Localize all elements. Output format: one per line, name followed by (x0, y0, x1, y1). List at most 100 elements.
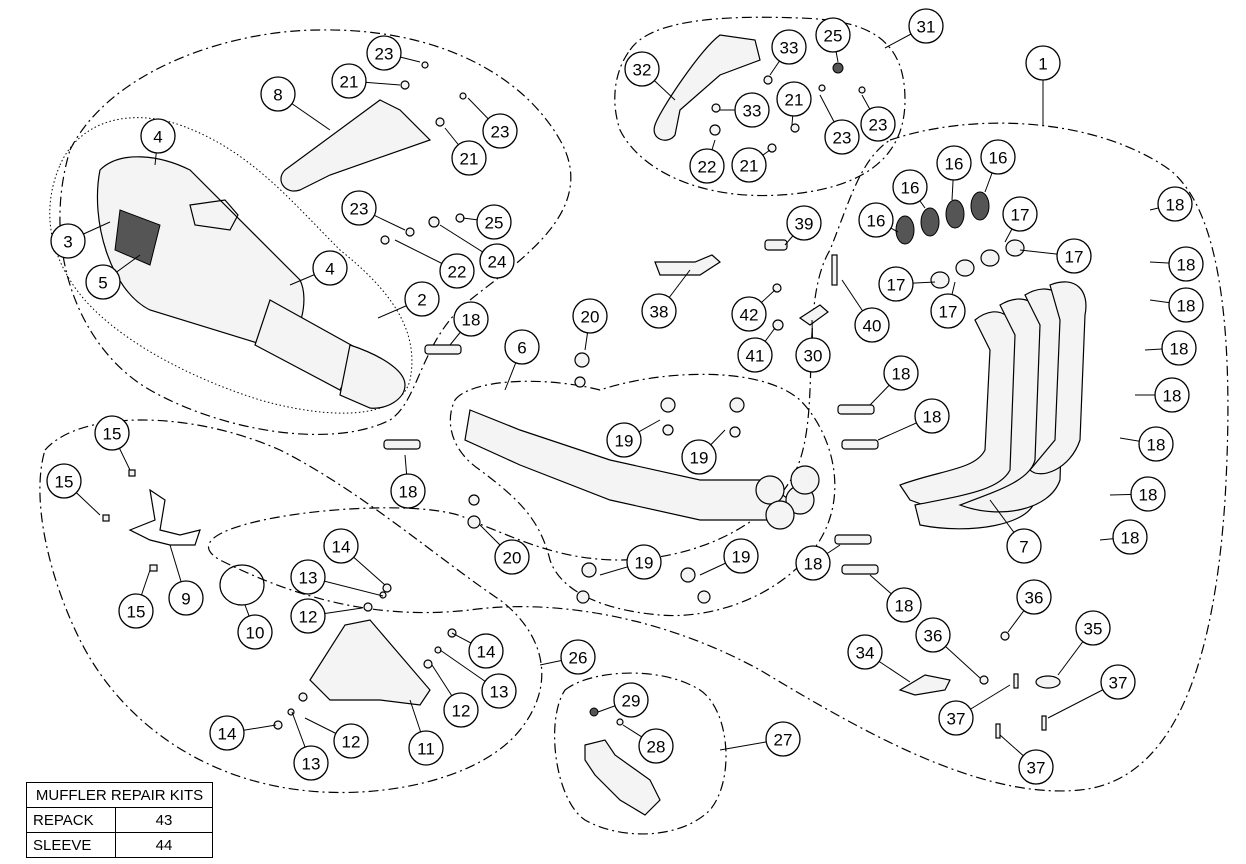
callout-bubble (209, 715, 245, 751)
callout-18: 18 (883, 355, 919, 391)
heat-shield-bracket-part (653, 34, 761, 141)
band-clamp-part (219, 564, 265, 606)
callout-bubble (293, 745, 329, 781)
callout-number: 14 (332, 538, 351, 557)
callout-23: 23 (824, 119, 860, 155)
callout-bubble (915, 617, 951, 653)
callout-37: 37 (1100, 664, 1136, 700)
callout-number: 17 (887, 276, 906, 295)
callout-number: 15 (127, 603, 146, 622)
callout-bubble (681, 439, 717, 475)
callout-28: 28 (638, 728, 674, 764)
callout-number: 8 (273, 86, 282, 105)
callout-number: 23 (869, 116, 888, 135)
callout-bubble (731, 296, 767, 332)
callout-bubble (892, 169, 928, 205)
callout-bubble (408, 730, 444, 766)
hardware-part (102, 61, 1061, 739)
callout-20: 20 (494, 539, 530, 575)
callout-bubble (689, 148, 725, 184)
callout-bubble (290, 598, 326, 634)
callout-number: 35 (1084, 620, 1103, 639)
callout-number: 27 (774, 731, 793, 750)
callout-21: 21 (451, 140, 487, 176)
callout-bubble (908, 8, 944, 44)
callout-bubble (1002, 196, 1038, 232)
callout-15: 15 (46, 463, 82, 499)
callout-number: 18 (895, 597, 914, 616)
callout-number: 20 (581, 308, 600, 327)
callout-33: 33 (734, 92, 770, 128)
callout-bubble (1154, 377, 1190, 413)
callout-bubble (776, 81, 812, 117)
callout-number: 23 (833, 129, 852, 148)
callout-18: 18 (914, 398, 950, 434)
callout-number: 18 (1166, 196, 1185, 215)
callout-17: 17 (1002, 196, 1038, 232)
callout-19: 19 (723, 538, 759, 574)
callout-bubble (641, 293, 677, 329)
callout-bubble (613, 682, 649, 718)
callout-number: 13 (302, 755, 321, 774)
callout-number: 19 (690, 449, 709, 468)
callout-number: 18 (1147, 436, 1166, 455)
callout-bubble (46, 463, 82, 499)
callout-bubble (572, 298, 608, 334)
callout-36: 36 (915, 617, 951, 653)
callout-23: 23 (341, 190, 377, 226)
callout-16: 16 (892, 169, 928, 205)
callout-number: 1 (1038, 55, 1047, 74)
callout-number: 37 (1109, 674, 1128, 693)
callout-17: 17 (1056, 238, 1092, 274)
callout-bubble (734, 92, 770, 128)
callout-15: 15 (94, 415, 130, 451)
callout-bubble (847, 634, 883, 670)
callout-number: 16 (989, 149, 1008, 168)
callout-bubble (494, 539, 530, 575)
callout-number: 22 (448, 263, 467, 282)
callout-20: 20 (572, 298, 608, 334)
callout-number: 40 (863, 317, 882, 336)
mounting-bracket-part (128, 488, 201, 546)
callout-18: 18 (390, 473, 426, 509)
table-row: REPACK 43 (26, 807, 213, 833)
callout-bubble (1075, 610, 1111, 646)
table-row: SLEEVE 44 (26, 832, 213, 858)
callout-number: 15 (103, 425, 122, 444)
callout-number: 21 (460, 150, 479, 169)
callout-10: 10 (237, 614, 273, 650)
silencer-part (96, 156, 406, 409)
callout-number: 23 (375, 45, 394, 64)
callout-bubble (606, 422, 642, 458)
callout-18: 18 (1168, 246, 1204, 282)
gaskets-part (895, 191, 1025, 289)
callout-number: 19 (635, 554, 654, 573)
callout-number: 2 (417, 291, 426, 310)
callout-4: 4 (312, 250, 348, 286)
callout-bubble (94, 415, 130, 451)
callout-bubble (560, 639, 596, 675)
callout-39: 39 (786, 205, 822, 241)
silencer-subgroup-outline (49, 117, 413, 414)
callout-number: 13 (299, 569, 318, 588)
callout-4: 4 (140, 118, 176, 154)
callout-number: 18 (1177, 297, 1196, 316)
callout-26: 26 (560, 639, 596, 675)
callout-37: 37 (1018, 749, 1054, 785)
callout-number: 19 (732, 548, 751, 567)
callout-40: 40 (854, 307, 890, 343)
callout-16: 16 (980, 139, 1016, 175)
callout-bubble (479, 243, 515, 279)
callout-number: 37 (947, 710, 966, 729)
kit-number-repack: 43 (115, 807, 213, 833)
callout-bubble (1112, 519, 1148, 555)
callout-number: 7 (1019, 538, 1028, 557)
callout-18: 18 (1154, 377, 1190, 413)
callout-bubble (1161, 330, 1197, 366)
callout-1: 1 (1025, 45, 1061, 81)
callout-number: 20 (503, 549, 522, 568)
callout-number: 18 (1177, 256, 1196, 275)
callout-number: 19 (615, 432, 634, 451)
callout-number: 15 (55, 473, 74, 492)
callout-16: 16 (936, 145, 972, 181)
